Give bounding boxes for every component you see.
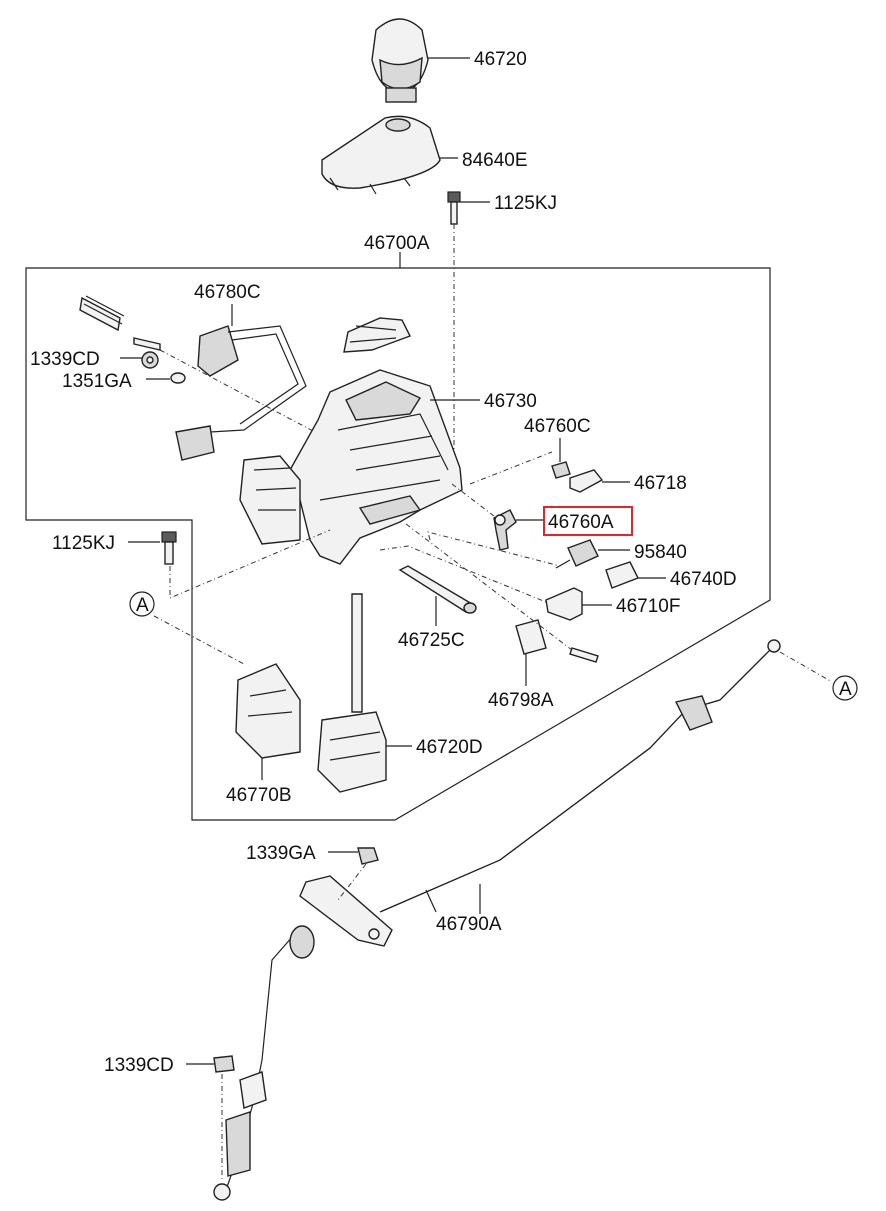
label-46730: 46730 [484, 391, 537, 412]
nut-1339cd-bottom-part [213, 1055, 235, 1073]
label-46740d: 46740D [670, 569, 737, 590]
label-46760c: 46760C [524, 416, 591, 437]
nut-1339ga-part [357, 847, 379, 865]
ref-a-right-label: A [839, 679, 852, 700]
label-46770b: 46770B [226, 785, 292, 806]
label-46720d: 46720D [416, 737, 483, 758]
label-84640e: 84640E [462, 150, 528, 171]
label-1339cd-top: 1339CD [30, 349, 100, 370]
label-46720: 46720 [474, 49, 527, 70]
label-46790a: 46790A [436, 914, 502, 935]
label-46798a: 46798A [488, 690, 554, 711]
shift-cable-part [213, 639, 781, 1201]
bracket-46770b-part [235, 663, 301, 759]
assembly-outline [25, 267, 771, 821]
bolt-top-part [447, 191, 461, 225]
shift-boot-part [321, 115, 441, 195]
switch-95840-part [555, 539, 599, 569]
ref-a-left-circle [129, 591, 155, 617]
bolt-left-part [161, 531, 177, 565]
label-1125kj-top: 1125KJ [494, 193, 557, 214]
label-1339ga: 1339GA [246, 843, 316, 864]
label-46718: 46718 [634, 473, 687, 494]
bracket-46740d-part [605, 561, 639, 589]
pin-46725c-part [398, 565, 477, 614]
label-1351ga: 1351GA [62, 371, 132, 392]
cover-46710f-part [545, 587, 583, 621]
shift-knob-part [371, 18, 429, 103]
label-46710f: 46710F [616, 596, 680, 617]
harness-bracket-part [79, 295, 307, 461]
ref-a-left-label: A [136, 595, 149, 616]
label-46780c: 46780C [194, 282, 261, 303]
clip-46760a-part [493, 509, 517, 551]
label-46760a: 46760A [548, 512, 614, 533]
screw-washer-part [133, 337, 186, 384]
label-1125kj-left: 1125KJ [52, 533, 115, 554]
ref-a-right-circle [832, 675, 858, 701]
shifter-housing-part [239, 317, 463, 565]
bracket-46718-part [569, 469, 604, 493]
label-1339cd-bottom: 1339CD [104, 1055, 174, 1076]
highlight-box [543, 506, 633, 536]
label-95840: 95840 [634, 542, 687, 563]
bracket-46798a-part [515, 619, 599, 663]
label-46700a: 46700A [364, 233, 430, 254]
label-46725c: 46725C [398, 630, 465, 651]
lever-46720d-part [317, 593, 387, 793]
clip-46760c-part [551, 461, 571, 479]
